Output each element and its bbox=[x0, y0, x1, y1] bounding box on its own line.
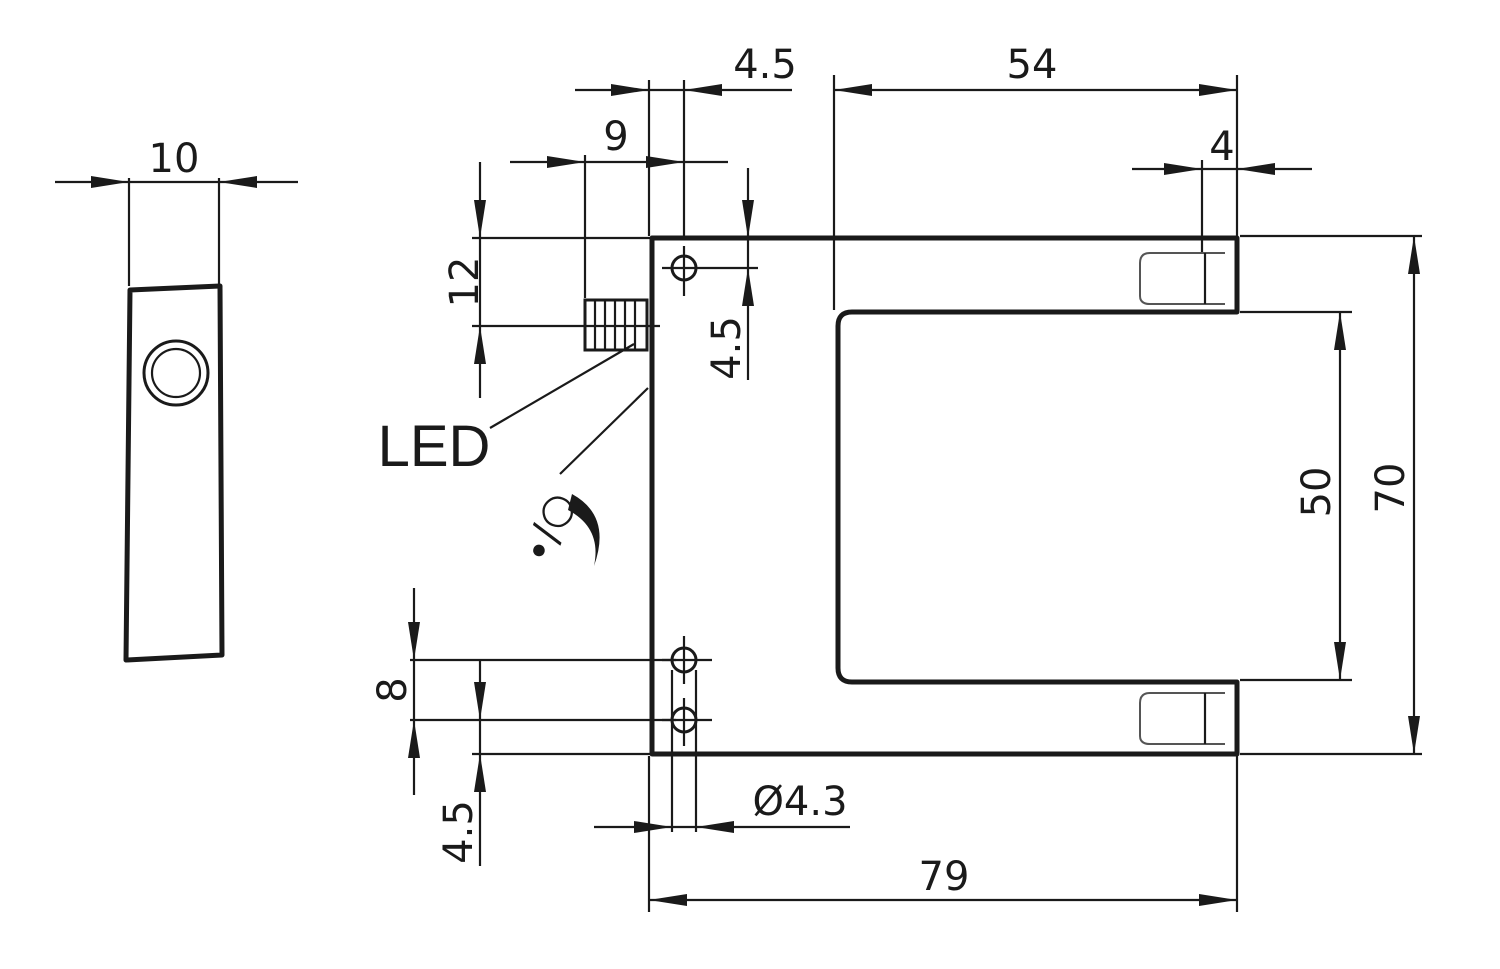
dim-hole-spacing-x: 4.5 bbox=[733, 42, 797, 88]
arrowhead bbox=[219, 176, 257, 188]
mounting-hole-bottom-2 bbox=[662, 698, 712, 746]
side-view-connector-inner bbox=[150, 347, 202, 399]
dim-side-width: 10 bbox=[149, 136, 200, 182]
potentiometer-arrow-icon bbox=[568, 494, 600, 566]
upper-optical-window bbox=[1139, 252, 1225, 305]
arrowhead bbox=[91, 176, 129, 188]
dim-hole-spacing-bottom: 8 bbox=[370, 677, 416, 702]
lower-optical-window bbox=[1139, 692, 1225, 745]
led-label: LED bbox=[378, 414, 491, 479]
dim-slot-depth: 54 bbox=[1007, 42, 1058, 88]
arrowhead bbox=[649, 894, 687, 906]
dim-hole-offset-top: 4.5 bbox=[704, 316, 750, 380]
arrowhead bbox=[742, 268, 754, 306]
dim-slot-width: 50 bbox=[1294, 467, 1340, 518]
arrowhead bbox=[1334, 642, 1346, 680]
main-view bbox=[583, 235, 1240, 832]
arrowhead bbox=[1199, 84, 1237, 96]
arrowhead bbox=[611, 84, 649, 96]
arrowhead bbox=[1334, 312, 1346, 350]
led-leader-line bbox=[489, 343, 635, 429]
dim-hole-offset-bottom: 4.5 bbox=[436, 800, 482, 864]
mounting-hole-top bbox=[662, 246, 758, 296]
arrowhead bbox=[1164, 163, 1202, 175]
arrowhead bbox=[474, 200, 486, 238]
arrowhead bbox=[408, 622, 420, 660]
switch-leader-line bbox=[559, 387, 649, 475]
arrowhead bbox=[474, 754, 486, 792]
arrowhead bbox=[646, 156, 684, 168]
dim-connector-offset: 9 bbox=[603, 114, 628, 160]
arrowhead bbox=[474, 682, 486, 720]
side-view bbox=[55, 176, 298, 663]
side-view-connector-outer bbox=[142, 339, 210, 407]
side-view-body bbox=[123, 283, 225, 663]
arrowhead bbox=[1237, 163, 1275, 175]
arrowhead bbox=[1408, 236, 1420, 274]
arrowhead bbox=[684, 84, 722, 96]
arrowhead bbox=[634, 821, 672, 833]
arrowhead bbox=[547, 156, 585, 168]
dim-overall-height: 70 bbox=[1368, 463, 1414, 514]
arrowhead bbox=[1199, 894, 1237, 906]
arrowhead bbox=[474, 326, 486, 364]
dim-arm-thickness: 4 bbox=[1209, 124, 1234, 170]
fork-body-outline bbox=[649, 235, 1240, 757]
dim-overall-length: 79 bbox=[919, 854, 970, 900]
arrowhead bbox=[1408, 716, 1420, 754]
arrowhead bbox=[696, 821, 734, 833]
dim-top-height: 12 bbox=[442, 257, 488, 308]
arrowhead bbox=[834, 84, 872, 96]
arrowhead bbox=[742, 200, 754, 238]
dim-hole-diameter: Ø4.3 bbox=[752, 779, 847, 825]
arrowhead bbox=[408, 720, 420, 758]
